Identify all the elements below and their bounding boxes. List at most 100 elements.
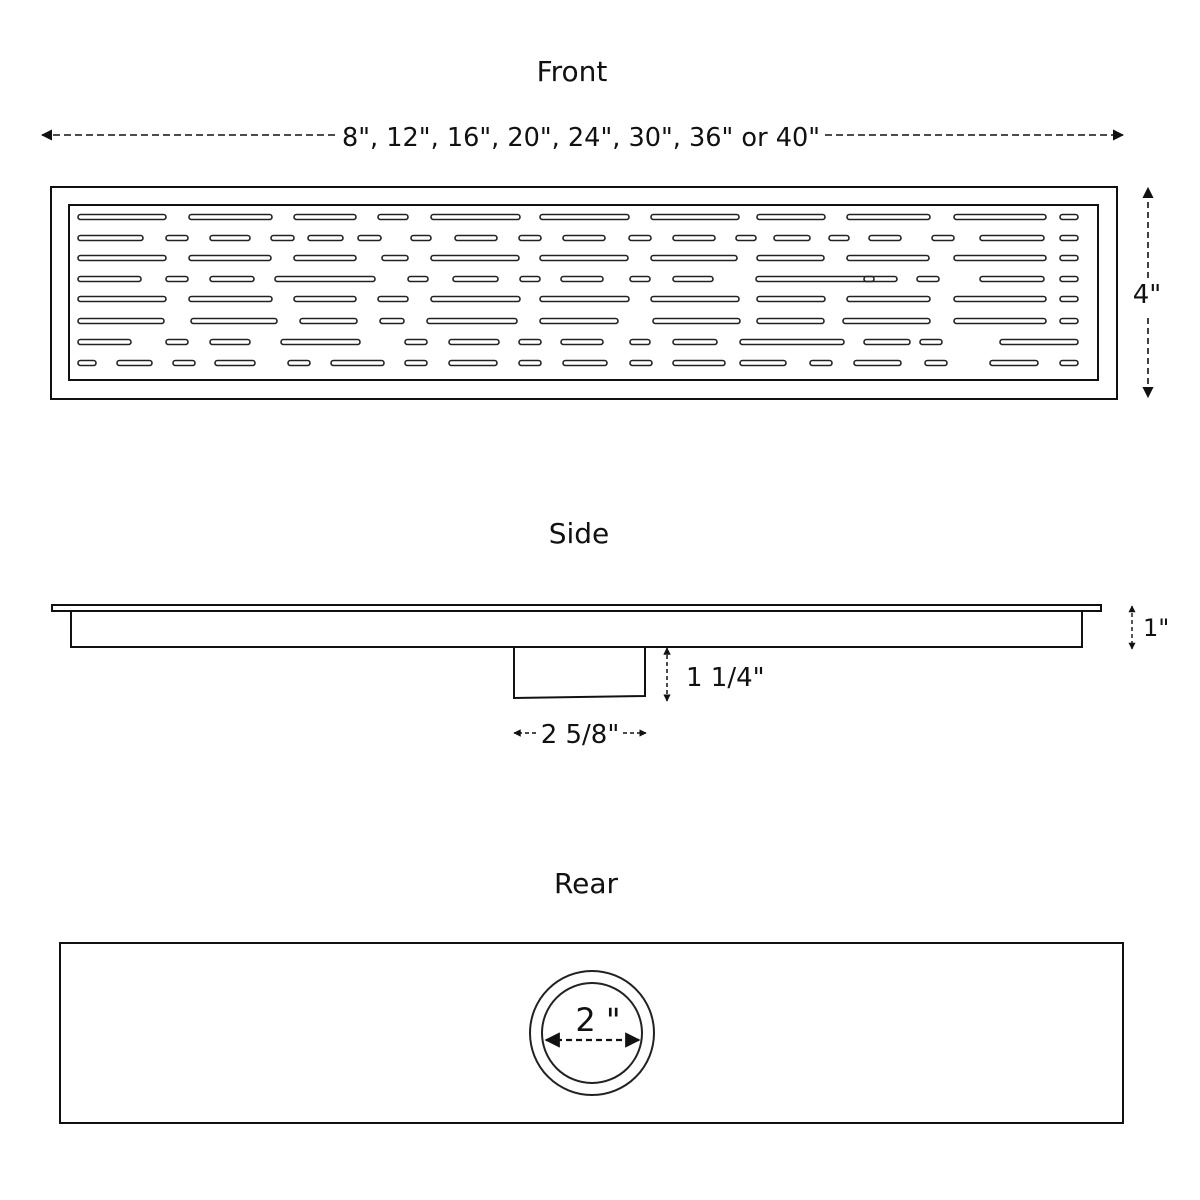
grate-slot (77, 295, 167, 303)
grate-slot (755, 275, 875, 283)
front-view: Front 8", 12", 16", 20", 24", 30", 36" o… (40, 55, 1162, 400)
grate-slot (299, 317, 358, 325)
grate-slot (188, 213, 273, 221)
grate-slot (846, 295, 931, 303)
grate-slot (1059, 359, 1079, 367)
grate-slot (739, 338, 845, 346)
grate-slot (430, 254, 520, 262)
grate-slot (1059, 254, 1079, 262)
grate-slot (77, 213, 167, 221)
grate-slot (448, 338, 500, 346)
grate-slot (518, 338, 542, 346)
grate-slot (77, 254, 167, 262)
outlet-diameter-label: 2 " (575, 1001, 620, 1039)
grate-slot (629, 338, 651, 346)
grate-slot (868, 234, 902, 242)
width-dimension-label: 4" (1133, 280, 1162, 310)
grate-slot (116, 359, 153, 367)
grate-slot (1059, 295, 1079, 303)
grate-slot (330, 359, 385, 367)
grate-slot (672, 275, 714, 283)
grate-slot (953, 317, 1047, 325)
grate-slot (735, 234, 757, 242)
grate-slot (454, 234, 498, 242)
rear-outlet-outer-ring (529, 970, 655, 1096)
grate-slot (77, 275, 142, 283)
grate-slot (562, 359, 608, 367)
grate-slot (1059, 275, 1079, 283)
grate-slot (924, 359, 948, 367)
grate-slot (274, 275, 376, 283)
grate-slot (307, 234, 344, 242)
grate-slot (773, 234, 811, 242)
grate-slot (672, 359, 726, 367)
grate-slot (188, 254, 272, 262)
grate-slot (628, 234, 652, 242)
grate-slot (379, 317, 405, 325)
grate-slot (979, 234, 1045, 242)
grate-slot (809, 359, 833, 367)
grate-slot (562, 234, 606, 242)
grate-slot (999, 338, 1079, 346)
grate-slot (756, 213, 826, 221)
rear-outlet-inner-ring (541, 982, 643, 1084)
grate-slot (756, 254, 825, 262)
length-dimension-label: 8", 12", 16", 20", 24", 30", 36" or 40" (342, 123, 820, 153)
grate-slot (979, 275, 1045, 283)
grate-slot (165, 275, 189, 283)
grate-slot (863, 275, 898, 283)
drain-outer-frame (50, 186, 1118, 400)
grate-slot (652, 317, 741, 325)
grate-slot (629, 359, 653, 367)
grate-slot (756, 295, 826, 303)
grate-slot (165, 338, 189, 346)
grate-slot (828, 234, 850, 242)
grate-slot (853, 359, 902, 367)
grate-slot (426, 317, 518, 325)
grate-slot (560, 275, 604, 283)
grate-slot (381, 254, 409, 262)
grate-slot (931, 234, 955, 242)
front-view-title: Front (537, 55, 608, 88)
grate-slot (650, 254, 738, 262)
grate-slot (539, 213, 630, 221)
drain-grate (68, 204, 1099, 381)
grate-slot (404, 359, 428, 367)
grate-slot (739, 359, 787, 367)
grate-slot (377, 295, 409, 303)
grate-slot (404, 338, 428, 346)
grate-slot (190, 317, 278, 325)
grate-slot (209, 338, 251, 346)
grate-slot (672, 338, 718, 346)
grate-slot (270, 234, 295, 242)
grate-slot (519, 275, 541, 283)
grate-slot (953, 254, 1047, 262)
grate-slot (650, 213, 740, 221)
grate-slot (916, 275, 940, 283)
grate-slot (77, 317, 165, 325)
grate-slot (1059, 234, 1079, 242)
grate-slot (77, 338, 132, 346)
grate-slot (1059, 317, 1079, 325)
rear-view-title: Rear (554, 867, 619, 900)
grate-slot (846, 254, 930, 262)
grate-slot (293, 254, 357, 262)
grate-slot (919, 338, 943, 346)
grate-slot (165, 234, 189, 242)
side-view: Side 1" 1 1/4" 2 5/8" (51, 517, 1169, 750)
side-outlet (513, 647, 646, 700)
grate-slot (842, 317, 931, 325)
grate-slot (560, 338, 604, 346)
grate-slot (188, 295, 273, 303)
grate-slot (989, 359, 1039, 367)
grate-slot (539, 295, 630, 303)
grate-slot (293, 213, 357, 221)
grate-slot (518, 234, 542, 242)
grate-slot (77, 359, 97, 367)
grate-slot (407, 275, 429, 283)
grate-slot (293, 295, 357, 303)
grate-slot (1059, 213, 1079, 221)
grate-slot (280, 338, 361, 346)
grate-slots (77, 213, 1079, 367)
